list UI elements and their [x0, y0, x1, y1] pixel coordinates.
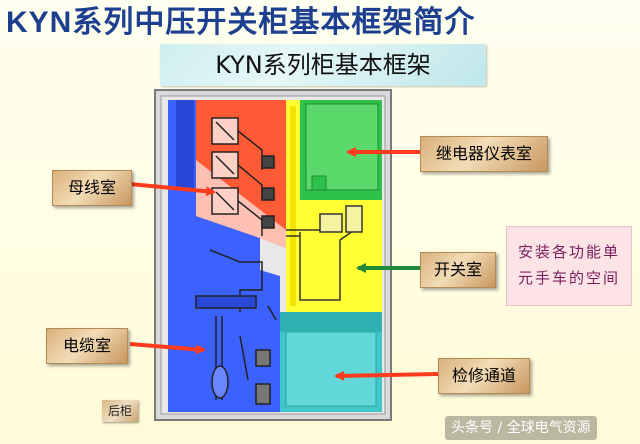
label-switch-room: 开关室	[420, 252, 496, 288]
busbar-elements	[211, 117, 275, 236]
page-title: KYN系列中压开关柜基本框架简介	[6, 6, 476, 39]
label-cable-room: 电缆室	[46, 328, 128, 364]
arrow-busbar	[129, 182, 216, 197]
label-busbar-room: 母线室	[52, 170, 132, 206]
arrow-cable	[129, 342, 206, 355]
label-maintenance-channel: 检修通道	[438, 358, 530, 394]
note-line-1: 安装各功能单	[517, 243, 620, 261]
label-relay-room: 继电器仪表室	[420, 136, 548, 172]
subtitle-banner: KYN系列柜基本框架	[160, 44, 486, 86]
note-line-2: 元手车的空间	[517, 269, 620, 287]
cable-room-elements	[195, 249, 277, 405]
watermark: 头条号 / 全球电气资源	[445, 416, 597, 440]
arrow-maintenance	[334, 370, 439, 381]
switch-room	[286, 100, 382, 312]
label-rear-cabinet: 后柜	[102, 400, 138, 422]
note-box: 安装各功能单 元手车的空间	[506, 226, 632, 306]
subtitle: KYN系列柜基本框架	[215, 51, 431, 79]
